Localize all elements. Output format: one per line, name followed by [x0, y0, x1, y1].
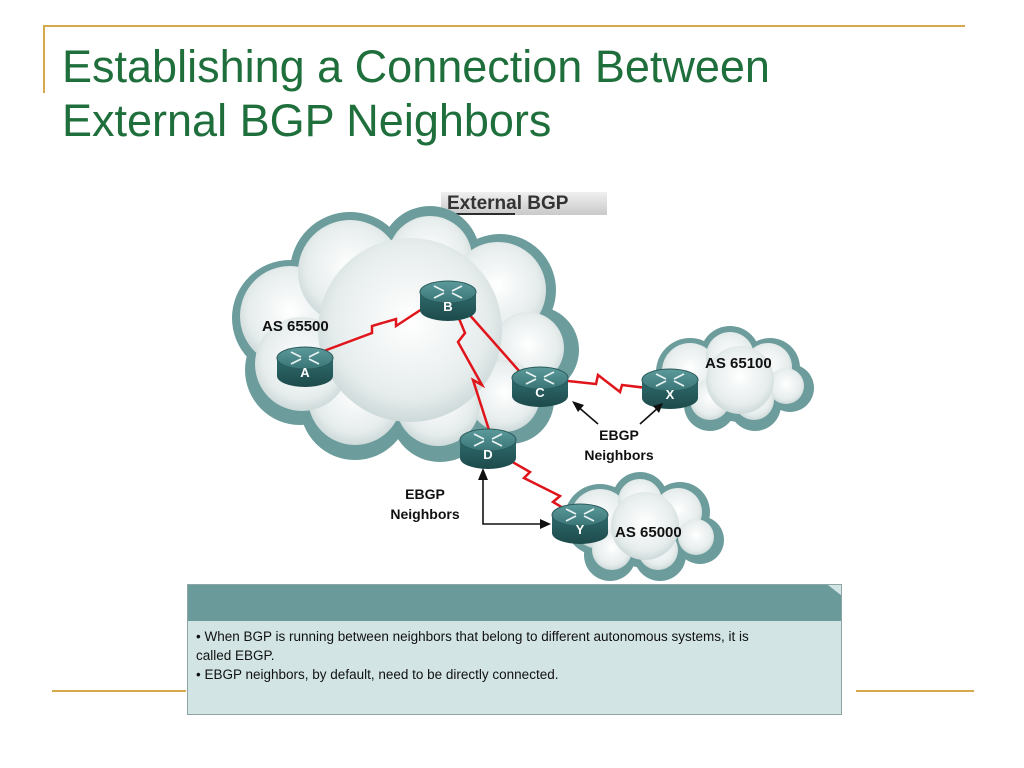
router-x: X [641, 368, 699, 409]
router-label-a: A [300, 365, 310, 380]
bottom-rule-left [52, 690, 186, 692]
router-label-x: X [666, 387, 675, 402]
arrowhead-c [572, 401, 584, 412]
diagram-heading: External BGP [441, 192, 607, 215]
router-a: A [276, 346, 334, 387]
router-label-y: Y [576, 522, 585, 537]
as-label-65000: AS 65000 [615, 524, 682, 541]
arrow-d-y-path [482, 478, 545, 525]
router-label-c: C [535, 385, 545, 400]
ebgp-label-cx-line1: EBGP [599, 427, 639, 443]
cloud-as-65000 [564, 472, 724, 581]
router-c: C [511, 366, 569, 407]
arrowhead-x [653, 403, 663, 413]
info-box-text: • When BGP is running between neighbors … [196, 627, 831, 684]
bullet-1-line-1: • When BGP is running between neighbors … [196, 629, 749, 644]
router-arrows-icon [565, 508, 595, 522]
link-b-d [446, 291, 492, 434]
title-line-2: External BGP Neighbors [62, 95, 552, 146]
title-line-1: Establishing a Connection Between [62, 41, 770, 92]
link-d-y [487, 446, 581, 520]
router-b: B [419, 280, 477, 321]
info-box-header [188, 585, 841, 621]
router-arrows-icon [473, 433, 503, 447]
bullet-1-line-2: called EBGP. [196, 648, 275, 663]
diagram-heading-text: External BGP [447, 193, 569, 214]
info-box: • When BGP is running between neighbors … [187, 584, 842, 715]
router-d: D [459, 428, 517, 469]
router-arrows-icon [655, 373, 685, 387]
as-label-65100: AS 65100 [705, 355, 772, 372]
router-label-d: D [483, 447, 492, 462]
router-label-b: B [443, 299, 452, 314]
router-arrows-icon [525, 371, 555, 385]
as-label-65500: AS 65500 [262, 318, 329, 335]
link-a-b [304, 290, 449, 360]
frame-left-rule [43, 25, 45, 93]
router-arrows-icon [433, 285, 463, 299]
ebgp-label-dy-line1: EBGP [405, 486, 445, 502]
neighbor-arrows [478, 401, 663, 529]
arrowhead-y [540, 519, 551, 529]
frame-top-rule [43, 25, 965, 27]
ebgp-label-dy-line2: Neighbors [390, 506, 459, 522]
link-c-x [539, 372, 681, 395]
slide-title: Establishing a Connection Between Extern… [62, 40, 1002, 148]
arrowhead-d [478, 468, 488, 480]
cloud-as-65100 [656, 326, 814, 431]
bottom-rule-right [856, 690, 974, 692]
ebgp-label-cx-line2: Neighbors [584, 447, 653, 463]
serial-links [304, 290, 681, 520]
heading-bar [441, 192, 607, 215]
arrow-to-x [639, 406, 660, 425]
bullet-2: • EBGP neighbors, by default, need to be… [196, 667, 559, 682]
router-arrows-icon [290, 351, 320, 365]
router-y: Y [551, 503, 609, 544]
